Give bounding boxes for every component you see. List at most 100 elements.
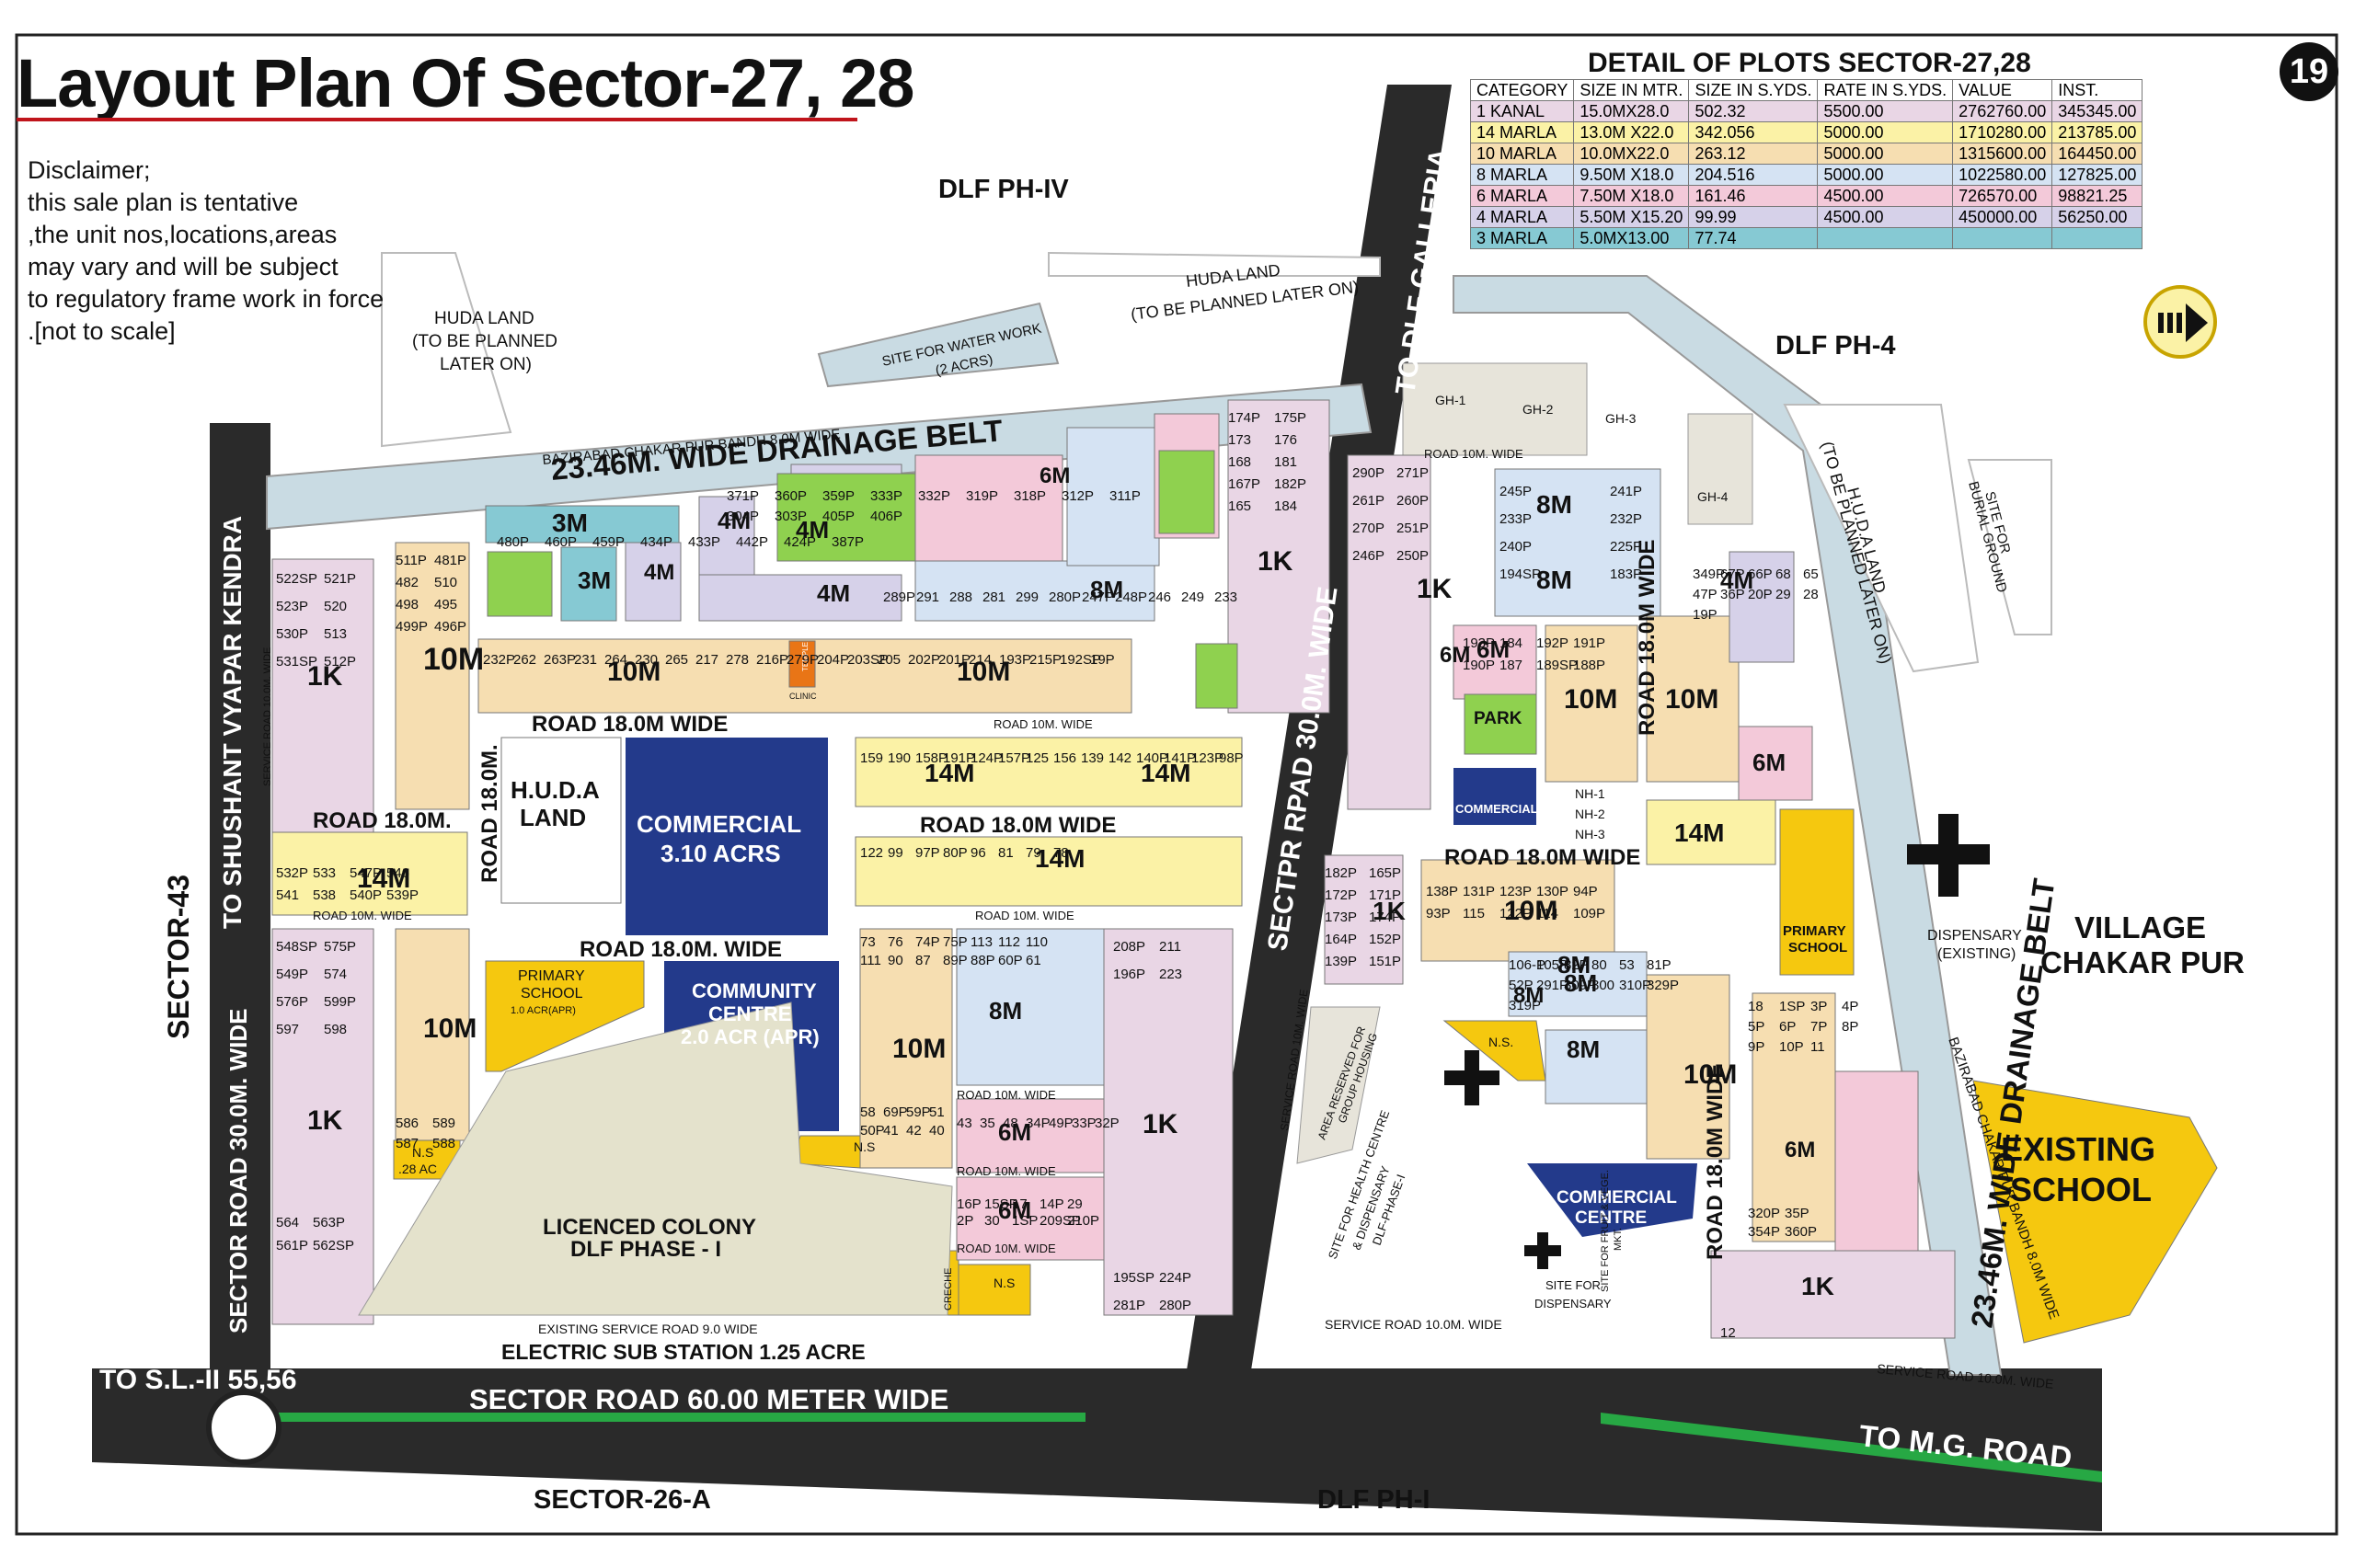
ns-bottom: [951, 1264, 1031, 1316]
block-size-label: 8M: [1513, 983, 1544, 1008]
block-size-label: 8M: [1536, 566, 1572, 594]
plot-table-cell-rate: 4500.00: [1817, 206, 1954, 228]
plot-table-cell-value: 1710280.00: [1952, 121, 2053, 143]
label-commercial-small: COMMERCIAL: [1455, 802, 1538, 816]
block-1k-right-col: [1347, 454, 1431, 810]
plot-number: 270P: [1352, 521, 1384, 536]
plot-number: 32P: [1095, 1116, 1120, 1131]
label-primary-school-right-1: PRIMARY: [1783, 923, 1846, 939]
map-title: Layout Plan Of Sector-27, 28: [17, 45, 914, 121]
block-6m-right-c: [1834, 1070, 1919, 1252]
plot-number: 190P: [1463, 658, 1495, 673]
plot-table-cell-category: 6 MARLA: [1469, 185, 1575, 207]
header-rate: RATE IN S.YDS.: [1817, 79, 1954, 101]
plot-number: 247P: [1082, 589, 1114, 605]
plot-number: 263P: [544, 652, 576, 668]
plot-number: 43: [957, 1116, 972, 1131]
plot-number: 36P: [1720, 587, 1745, 602]
plot-number: 12: [1720, 1325, 1736, 1341]
plot-number: 329P: [1647, 978, 1679, 993]
label-nh-3: NH-3: [1575, 827, 1605, 841]
plot-number: 233P: [1499, 511, 1532, 527]
plot-number: 97P: [915, 845, 940, 861]
plot-number: 332P: [918, 488, 950, 504]
plot-number: 49P: [1049, 1116, 1074, 1131]
plot-number: 184: [1499, 635, 1522, 651]
plot-number: 7P: [1810, 1019, 1827, 1035]
plot-number: 158P: [915, 750, 948, 766]
label-road-10-e: ROAD 10M. WIDE: [957, 1088, 1056, 1102]
plot-number: 41: [883, 1123, 899, 1139]
plot-number: 371P: [727, 488, 759, 504]
block-14m-c: [855, 836, 1243, 907]
plot-number: 76: [888, 934, 903, 950]
plot-number: 176: [1274, 432, 1297, 448]
plot-number: 539P: [386, 887, 419, 903]
plot-number: 1SP: [1012, 1213, 1038, 1229]
plot-number: 208P: [1113, 939, 1145, 955]
plot-table-cell-category: 1 KANAL: [1469, 100, 1575, 122]
plot-number: 309P: [1564, 978, 1596, 993]
label-gh-4: GH-4: [1697, 489, 1729, 504]
plot-number: 433P: [688, 534, 720, 550]
plot-number: 78: [1053, 845, 1069, 861]
label-dispensary-2: (EXISTING): [1937, 946, 2016, 962]
plot-number: 17: [1012, 1196, 1028, 1212]
label-dlf-ph-i: DLF PH-I: [1317, 1485, 1430, 1515]
plot-number: 187: [1499, 658, 1522, 673]
plot-number: 249: [1181, 589, 1204, 605]
plot-number: 280P: [1049, 589, 1081, 605]
plot-number: 230: [635, 652, 658, 668]
north-arrow-icon: [2143, 285, 2217, 359]
block-8m-b: [1066, 427, 1160, 567]
plot-number: 60P: [998, 953, 1023, 968]
plot-number: 87: [915, 953, 931, 968]
block-size-label: 1K: [1417, 574, 1453, 604]
block-6m-right-b: [1738, 726, 1813, 801]
plot-number: 495: [434, 597, 457, 612]
block-size-label: 10M: [892, 1034, 946, 1064]
plot-number: 480P: [497, 534, 529, 550]
plot-number: 6P: [1779, 1019, 1796, 1035]
plot-number: 69P: [883, 1104, 908, 1120]
plot-number: 540P: [350, 887, 382, 903]
plot-number: 173: [1228, 432, 1251, 448]
plot-number: 165: [1228, 498, 1251, 514]
label-road-10-d: ROAD 10M. WIDE: [975, 909, 1074, 922]
label-road-10-a: ROAD 10M. WIDE: [313, 909, 412, 922]
block-size-label: 14M: [1674, 818, 1724, 847]
plot-number: 157P: [998, 750, 1030, 766]
block-10m-right-a: [1545, 624, 1638, 783]
sector-road-60-green-left: [258, 1413, 1086, 1422]
label-clinic: CLINIC: [789, 692, 817, 701]
plot-number: 265: [665, 652, 688, 668]
label-fruit-mkt-2: MKT.: [1613, 1228, 1624, 1251]
plot-number: 510: [434, 575, 457, 590]
huda-land-top: [1048, 251, 1381, 277]
plot-number: 28: [1803, 587, 1819, 602]
huda-land-left: [381, 252, 512, 448]
plot-number: 549P: [276, 967, 308, 982]
label-existing-service-road: EXISTING SERVICE ROAD 9.0 WIDE: [538, 1322, 758, 1336]
plot-number: 318P: [1014, 488, 1046, 504]
plot-number: 81P: [1647, 957, 1671, 973]
plot-number: 360P: [775, 488, 807, 504]
plot-number: 523P: [276, 599, 308, 614]
plot-number: 191P: [1573, 635, 1605, 651]
plot-number: 245P: [1499, 484, 1532, 499]
plot-number: 14P: [1040, 1196, 1064, 1212]
block-size-label: 6M: [998, 1118, 1031, 1146]
park-d: [1195, 643, 1238, 709]
plot-number: 131P: [1463, 884, 1495, 899]
block-4m-c: [698, 574, 902, 622]
block-1k-center-right: [1103, 928, 1234, 1316]
plot-number: 511P: [396, 553, 427, 568]
plot-number: 246: [1148, 589, 1171, 605]
plot-number: 312P: [1062, 488, 1094, 504]
plot-table-cell-inst: 98821.25: [2051, 185, 2143, 207]
plot-number: 349P: [1693, 567, 1725, 582]
plot-number: 224P: [1159, 1270, 1191, 1286]
park-a: [487, 551, 553, 617]
group-housing: [1296, 1006, 1381, 1164]
